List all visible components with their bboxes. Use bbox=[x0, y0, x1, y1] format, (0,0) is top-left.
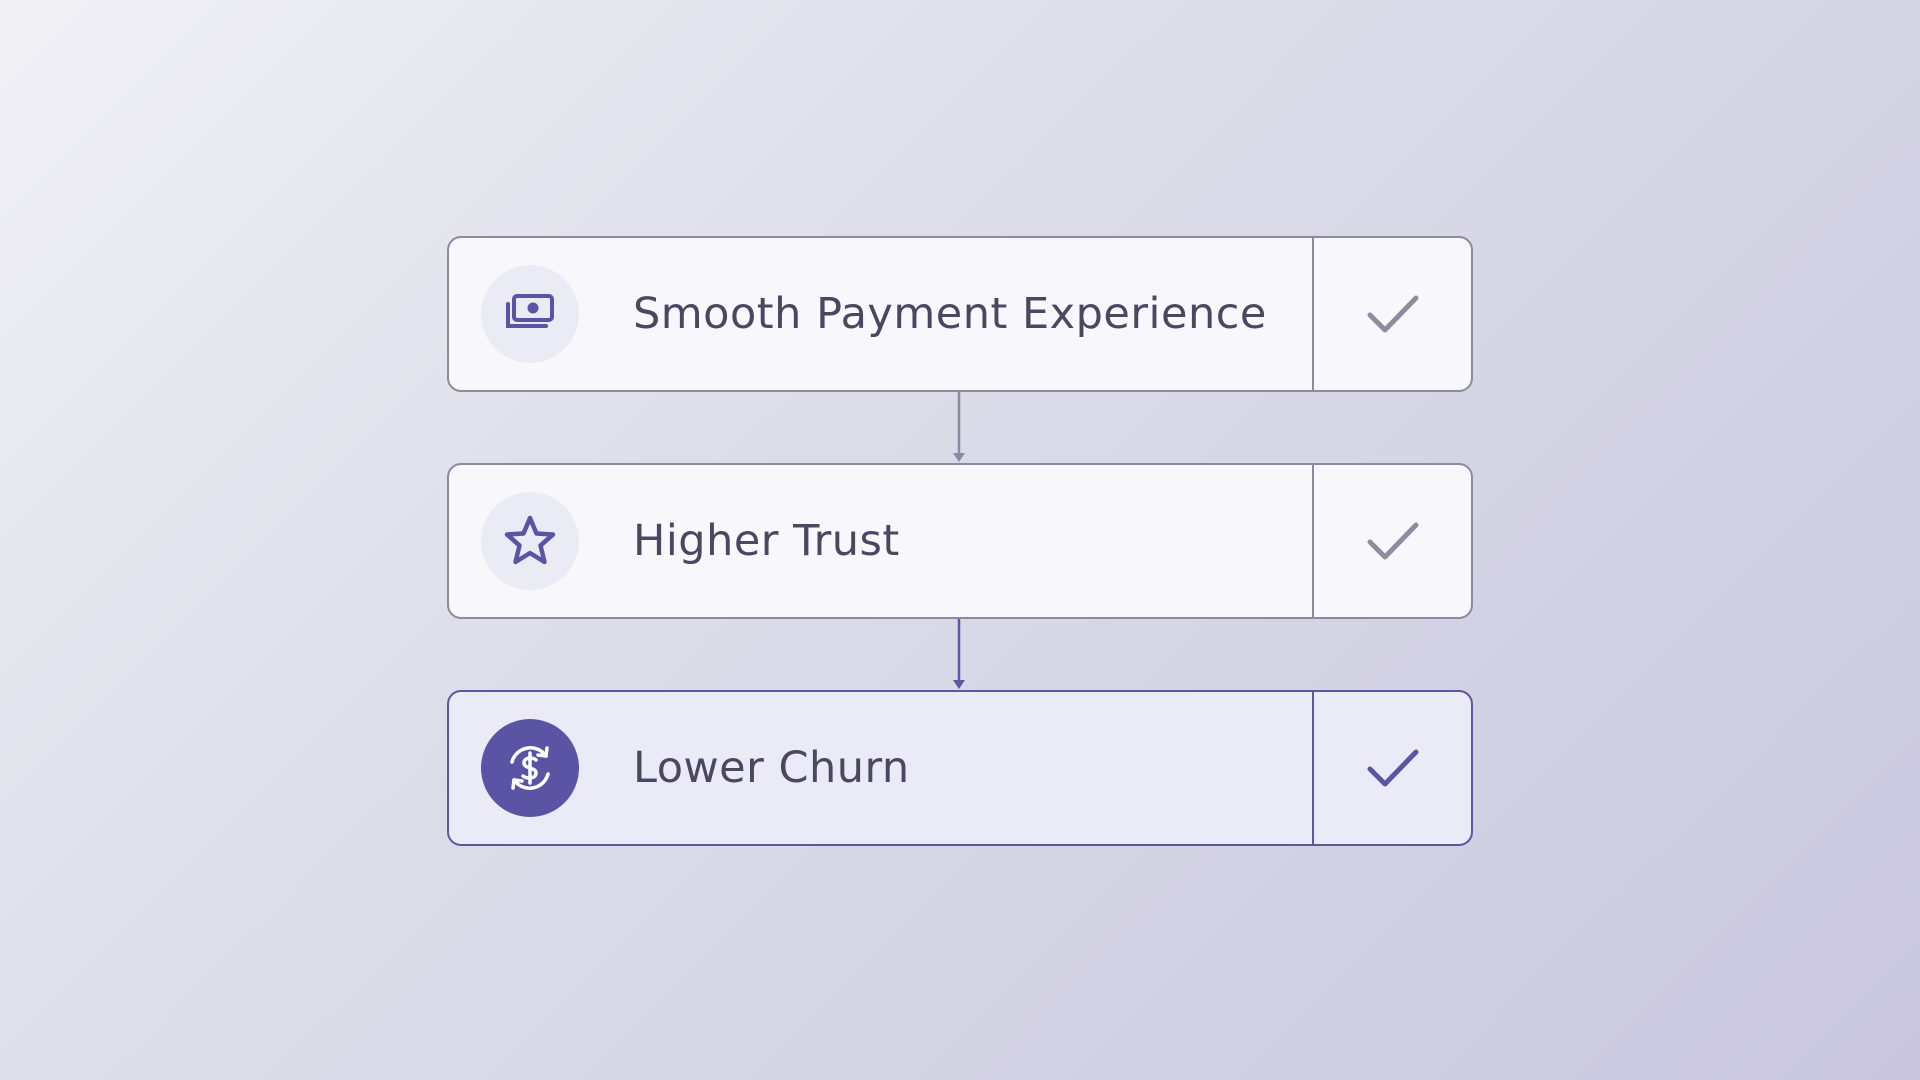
check-cell bbox=[1312, 692, 1471, 844]
star-icon bbox=[504, 515, 556, 565]
step-main: Higher Trust bbox=[449, 465, 1312, 617]
step-label: Lower Churn bbox=[633, 743, 910, 793]
connector-arrow bbox=[447, 619, 1473, 690]
icon-badge bbox=[481, 265, 579, 363]
icon-badge bbox=[481, 719, 579, 817]
recurring-dollar-icon bbox=[510, 746, 550, 790]
icon-badge bbox=[481, 492, 579, 590]
check-icon bbox=[1367, 522, 1418, 560]
check-icon bbox=[1367, 295, 1418, 333]
connector-arrow bbox=[447, 392, 1473, 463]
step-main: Lower Churn bbox=[449, 692, 1312, 844]
step-main: Smooth Payment Experience bbox=[449, 238, 1312, 390]
step-label: Higher Trust bbox=[633, 516, 900, 566]
flow-diagram: Smooth Payment Experience Higher Trust bbox=[447, 236, 1473, 846]
arrow-down-icon bbox=[953, 392, 965, 462]
check-cell bbox=[1312, 465, 1471, 617]
check-cell bbox=[1312, 238, 1471, 390]
step-card-lower-churn: Lower Churn bbox=[447, 690, 1473, 846]
step-card-higher-trust: Higher Trust bbox=[447, 463, 1473, 619]
check-icon bbox=[1367, 749, 1418, 787]
step-label: Smooth Payment Experience bbox=[633, 289, 1267, 339]
arrow-down-icon bbox=[953, 619, 965, 689]
step-card-smooth-payment: Smooth Payment Experience bbox=[447, 236, 1473, 392]
cash-icon bbox=[506, 294, 554, 328]
